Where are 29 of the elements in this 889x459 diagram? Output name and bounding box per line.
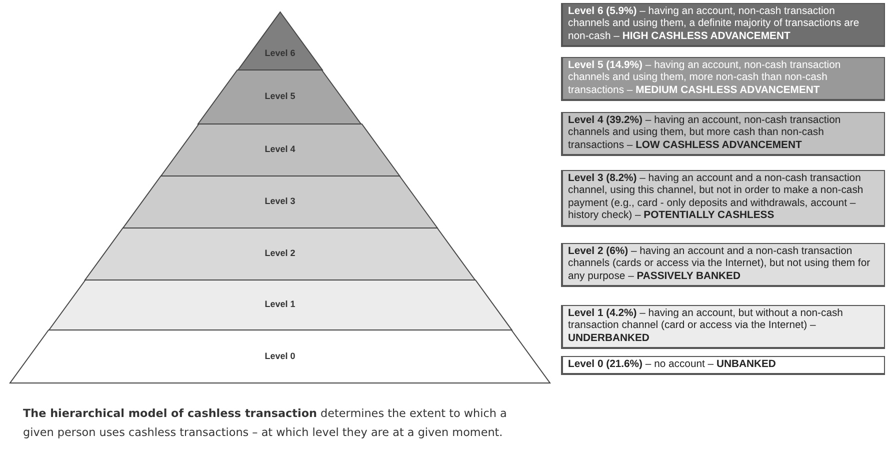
description-box: [561, 305, 885, 350]
level-description: Level 1 (4.2%) – having an account, but without a non-cash transaction channel (card or access via the Internet) – UNDERBANKED: [568, 308, 843, 344]
level-description: Level 3 (8.2%) – having an account and a non-cash transaction channel, using this channel, but not in order to make a non-cash payment (e.g., card - only deposits and withdrawals, account – history check) – POTENTIALLY CASHLESS: [568, 173, 864, 222]
pyramid-tier: [10, 330, 550, 383]
tier-label: Level 5: [264, 91, 296, 101]
pyramid-tier: [160, 124, 400, 176]
tier-label: Level 6: [264, 48, 296, 58]
level-description: Level 2 (6%) – having an account and a non-cash transaction channels (cards or access via the Internet), but not using them for any purpose – PASSIVELY BANKED: [568, 246, 870, 282]
level-description: Level 0 (21.6%) – no account – UNBANKED: [568, 359, 776, 370]
pyramid-tier: [238, 12, 322, 70]
pyramid-tier: [84, 228, 476, 280]
tier-label: Level 0: [264, 350, 296, 360]
caption: The hierarchical model of cashless transaction determines the extent to which a given person uses cashless transactions – at which level they are at a given moment.: [23, 406, 508, 440]
tier-label: Level 1: [264, 299, 296, 309]
level-description: Level 6 (5.9%) – having an account, non-cash transaction channels and using them, a definite majority of transactions are non-cash – HIGH CASHLESS ADVANCEMENT: [568, 6, 860, 42]
pyramid-tier: [198, 70, 362, 124]
description-box: [561, 356, 885, 376]
tier-label: Level 3: [264, 196, 296, 206]
description-box: [561, 57, 885, 102]
pyramid-tier: [48, 280, 512, 330]
tier-label: Level 4: [264, 144, 296, 154]
description-box: [561, 243, 885, 288]
pyramid-tier: [122, 176, 438, 228]
description-box: [561, 112, 885, 156]
level-description: Level 4 (39.2%) – having an account, non-cash transaction channels and using them, but more cash than non-cash transactions – LOW CASHLESS ADVANCEMENT: [568, 115, 841, 151]
tier-label: Level 2: [264, 248, 296, 258]
level-description: Level 5 (14.9%) – having an account, non-cash transaction channels and using them, more non-cash than non-cash transactions – MEDIUM CASHLESS ADVANCEMENT: [568, 60, 841, 96]
description-box: [561, 170, 885, 227]
description-box: [561, 3, 885, 48]
